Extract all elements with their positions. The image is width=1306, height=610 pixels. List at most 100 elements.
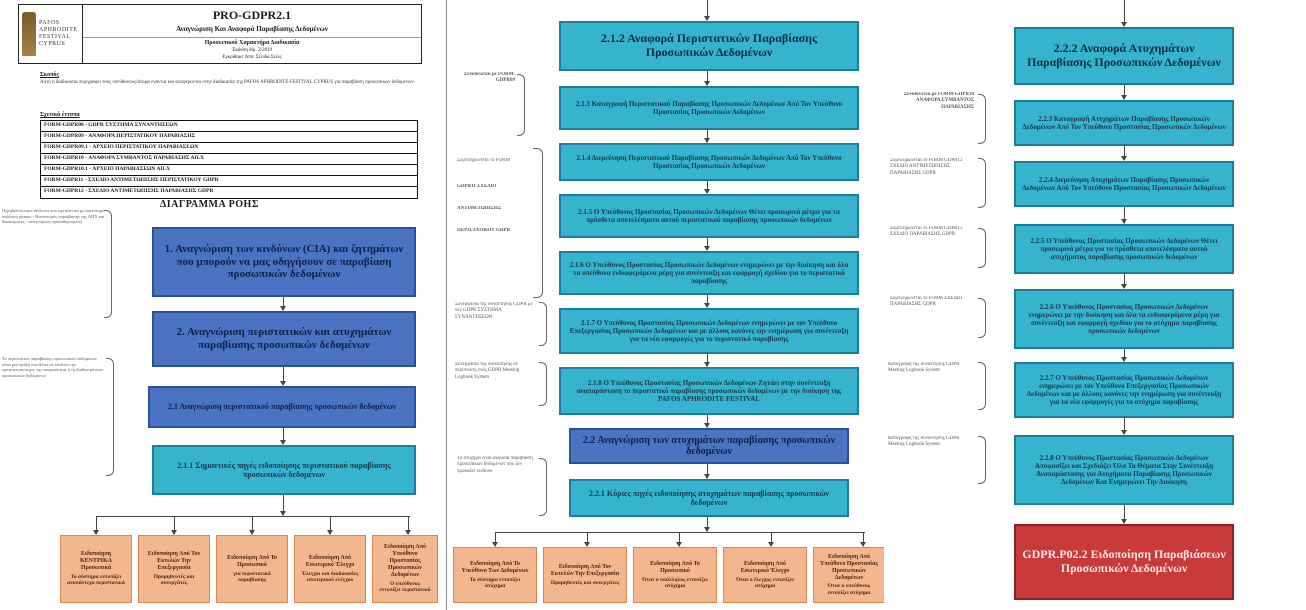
- notification-source-box: Ειδοποίηση Από Υπεύθυνο Προστασίας Προσω…: [372, 535, 438, 603]
- step-box: 2.2.5 Ο Υπεύθυνος Προστασίας Προσωπικών …: [1014, 224, 1234, 274]
- notification-source-title: Ειδοποίηση Από Εσωτερικό Έλεγχο: [740, 560, 790, 574]
- side-note: Περιβαλλοντικοί κίνδυνοι που σχετίζονται…: [2, 208, 105, 225]
- notification-source-title: Ειδοποίηση ΚΕΝΤΡΙΚΑ Προσωπικά: [79, 551, 112, 572]
- section-heading-box: 2.1.2 Αναφορά Περιστατικών Παραβίασης Πρ…: [559, 21, 859, 71]
- step-box: 2.1.3 Καταγραφή Περιστατικού Παραβίασης …: [559, 86, 859, 130]
- notification-source-text: Προμηθευτές και συνεργάτες: [550, 579, 620, 586]
- flow-arrow: [249, 516, 255, 535]
- flow-arrow: [93, 516, 99, 535]
- step-box: 2.2.3 Καταγραφή Ατυχημάτων Παραβίασης Πρ…: [1014, 100, 1234, 146]
- notification-source-title: Ειδοποίηση Από Τον Εκτελών Την Επεξεργασ…: [147, 551, 201, 572]
- scope-heading: Σκοπός: [40, 72, 59, 78]
- form-item: FORM-GDPR12 - ΣΧΕΔΙΟ ΑΝΤΙΜΕΤΩΠΙΣΗΣ ΠΑΡΑΒ…: [44, 188, 214, 194]
- bracket: [978, 298, 986, 338]
- side-label: Συμπληρώνεται το FORM ΣΧΕΔΙΟ ΠΑΡΑΒΙΑΣΗΣ …: [890, 296, 963, 308]
- notification-source-box: Ειδοποίηση Από Εσωτερικό Έλεγχο Έλεγχοι …: [294, 535, 366, 603]
- procedure-code: PRO-GDPR2.1: [212, 8, 292, 22]
- bracket: [978, 94, 986, 144]
- flow-arrow: [704, 354, 710, 367]
- step-box: 2.2.4 Διερεύνηση Ατυχημάτων Παραβίασης Π…: [1014, 161, 1234, 207]
- notification-source-text: Προμηθευτές και συνεργάτες: [153, 574, 195, 587]
- bracket: [517, 74, 525, 136]
- side-note: Συνεργασία της συνάντησης σε περίπτωση ε…: [455, 362, 520, 380]
- flow-arrow: [1121, 505, 1127, 524]
- form-item: FORM-GDPR09.1 - ΑΡΧΕΙΟ ΠΕΡΙΣΤΑΤΙΚΟΥ ΠΑΡΑ…: [41, 143, 417, 154]
- procedure-title: Αναγνώριση Και Αναφορά Παραβίασης Δεδομέ…: [176, 25, 328, 33]
- forms-heading: Σχετικά έντυπα: [40, 112, 80, 118]
- step-box: 2.2.7 Ο Υπεύθυνος Προστασίας Προσωπικών …: [1014, 362, 1234, 418]
- document-header: PAFOS APHRODITE FESTIVAL CYPRUS PRO-GDPR…: [18, 4, 422, 64]
- step-box: 2.1.7 Ο Υπεύθυνος Προστασίας Προσωπικών …: [559, 308, 859, 354]
- flow-arrow: [1121, 207, 1127, 224]
- flow-arrow: [171, 516, 177, 535]
- step-box-4: 2.1.1 Σημαντικές πηγές ειδοποίησης περισ…: [152, 445, 416, 495]
- edition-date: Έκδοση Ημ. 2/2019: [232, 48, 272, 53]
- step-box: 2.1.6 Ο Υπεύθυνος Προστασίας Προσωπικών …: [559, 251, 859, 295]
- side-label: ΑΝΤΙΜΕΤΩΠΙΣΗΣ: [457, 206, 502, 211]
- notification-source-text: Έλεγχοι και διαδικασίες εσωτερικού ελέγχ…: [301, 570, 359, 583]
- branch-line: [495, 532, 865, 533]
- side-label: ΠΕΡΙΣΤΑΤΙΚΟΥ GDPR: [457, 228, 511, 233]
- side-label: Συνοδεύεται με FORM-GDPR09: [463, 72, 515, 84]
- flow-arrow: [280, 495, 286, 516]
- form-item: FORM-GDPR10 - ΑΝΑΦΟΡΑ ΣΥΜΒΑΝΤΟΣ ΠΑΡΑΒΙΑΣ…: [41, 154, 417, 165]
- flow-arrow: [860, 532, 866, 547]
- flow-arrow: [704, 130, 710, 143]
- notification-source-title: Ειδοποίηση Από Τον Εκτελών Την Επεξεργασ…: [550, 563, 620, 577]
- flow-arrow: [704, 295, 710, 308]
- notification-source-text: για περιστατικά παραβίασης: [233, 570, 271, 583]
- flow-arrow: [492, 532, 498, 547]
- flow-arrow: [327, 516, 333, 535]
- procedure-subtitle: Προσωπικού Χαρακτήρα Διαδικασία: [83, 37, 421, 46]
- flow-arrow: [1121, 349, 1127, 362]
- flow-arrow: [704, 181, 710, 194]
- step-box-2: 2. Αναγνώριση περιστατικών και ατυχημάτω…: [152, 311, 416, 367]
- notification-source-text: Το σύστημα εντοπίζει αναπάντεχα περιστατ…: [67, 574, 125, 587]
- flow-arrow: [1121, 274, 1127, 289]
- bracket: [539, 362, 547, 406]
- flow-arrow: [704, 238, 710, 251]
- flow-arrow: [704, 464, 710, 479]
- notification-source-text: Όταν ο υπάλληλος εντοπίζει ατύχημα: [642, 576, 708, 589]
- bracket: [539, 302, 547, 346]
- flow-arrow: [768, 532, 774, 547]
- flow-arrow: [1121, 0, 1127, 27]
- side-note: Καταγραφή της συνάντησης GDPR Meeting Lo…: [888, 436, 960, 448]
- flowchart-page-2: 2.1.2 Αναφορά Περιστατικών Παραβίασης Πρ…: [446, 0, 890, 610]
- bracket: [978, 158, 986, 208]
- notification-source-text: Όταν ο υπεύθυνος εντοπίζει ατύχημα: [827, 583, 871, 596]
- notification-source-box: Ειδοποίηση Από Τον Εκτελών Την Επεξεργασ…: [138, 535, 210, 603]
- side-label: Συμπληρώνεται το FORM GDPR12 ΣΧΕΔΙΟ ΠΑΡΑ…: [890, 226, 963, 238]
- final-procedure-box: GDPR.P02.2 Ειδοποίηση Παραβιάσεων Προσωπ…: [1014, 524, 1234, 600]
- notification-source-text: Ο υπεύθυνος εντοπίζει περιστατικό: [379, 580, 431, 594]
- flow-arrow: [584, 532, 590, 547]
- step-box-1: 1. Αναγνώριση των κινδύνων (CIA) και ζητ…: [152, 227, 416, 297]
- flow-arrow: [704, 0, 710, 21]
- side-label: Συνοδεύεται με FORM-GDPR10 ΑΝΑΦΟΡΑ ΣΥΜΒΑ…: [903, 92, 974, 110]
- aphrodite-statue-icon: [22, 12, 36, 56]
- notification-source-box: Ειδοποίηση Από Το Προσωπικό Όταν ο υπάλλ…: [633, 547, 717, 603]
- flowchart-title: ΔΙΑΓΡΑΜΜΑ ΡΟΗΣ: [160, 199, 259, 210]
- flow-arrow: [704, 415, 710, 428]
- form-item: FORM-GDPR09 - ΑΝΑΦΟΡΑ ΠΕΡΙΣΤΑΤΙΚΟΥ ΠΑΡΑΒ…: [41, 132, 417, 143]
- notification-source-box: Ειδοποίηση Από Το Υπεύθυνο Των Δεδομένων…: [453, 547, 537, 603]
- notification-source-title: Ειδοποίηση Από Υπεύθυνο Προστασίας Προσω…: [384, 544, 426, 579]
- step-box: 2.1.4 Διερεύνηση Περιστατικού Παραβίασης…: [559, 143, 859, 181]
- forms-list: FORM-GDPR08 - GDPR ΣΥΣΤΗΜΑ ΣΥΝΑΝΤΗΣΕΩΝ F…: [40, 120, 418, 199]
- step-box: 2.2.8 Ο Υπεύθυνος Προστασίας Προσωπικών …: [1014, 435, 1234, 505]
- notification-source-title: Ειδοποίηση Από Το Προσωπικό: [650, 560, 700, 574]
- bracket: [978, 436, 986, 484]
- branch-line: [96, 516, 410, 517]
- flow-arrow: [280, 428, 286, 445]
- scope-text: Αυτή η διαδικασία περιγράφει τους υπεύθυ…: [40, 80, 415, 85]
- bracket: [978, 362, 986, 410]
- flow-arrow: [280, 297, 286, 311]
- notification-source-title: Ειδοποίηση Από Εσωτερικό Έλεγχο: [305, 554, 355, 568]
- flow-arrow: [1121, 418, 1127, 435]
- flowchart-page-1: PAFOS APHRODITE FESTIVAL CYPRUS PRO-GDPR…: [0, 0, 440, 610]
- side-label: GDPR11 ΣΧΕΔΙΟ: [457, 184, 497, 189]
- notification-source-box: Ειδοποίηση Από Υπεύθυνο Προστασίας Προσω…: [813, 547, 885, 603]
- flow-arrow: [280, 367, 286, 386]
- step-box: 2.1.5 Ο Υπεύθυνος Προστασίας Προσωπικών …: [559, 194, 859, 238]
- notification-source-title: Ειδοποίηση Από Το Προσωπικό: [227, 554, 277, 568]
